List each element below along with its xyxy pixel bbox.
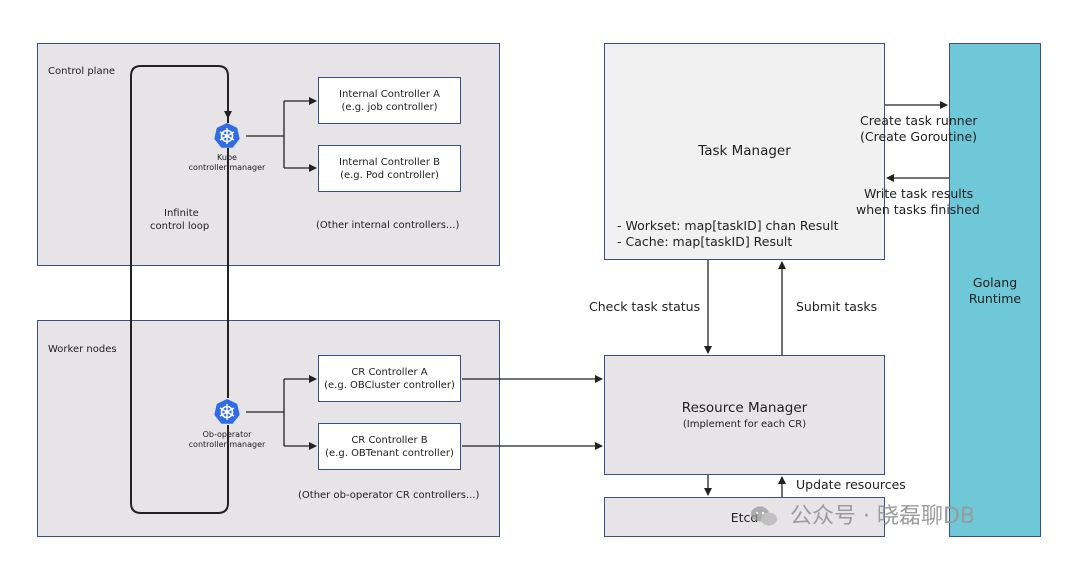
wechat-icon — [751, 506, 777, 526]
internal-controller-a-name: Internal Controller A — [339, 88, 440, 100]
cr-controller-a: CR Controller A (e.g. OBCluster controll… — [318, 355, 461, 402]
resource-manager-title: Resource Manager — [681, 400, 808, 416]
cr-controller-b-example: (e.g. OBTenant controller) — [325, 447, 454, 459]
kube-controller-icon — [214, 123, 240, 148]
create-runner-label-1: Create task runner — [860, 113, 978, 128]
internal-controller-a-example: (e.g. job controller) — [341, 101, 438, 113]
create-runner-label-2: (Create Goroutine) — [860, 129, 978, 144]
other-internal-controllers: (Other internal controllers...) — [316, 220, 460, 231]
control-loop-path — [130, 65, 229, 514]
golang-runtime-line1: Golang — [972, 275, 1018, 290]
golang-runtime-box — [949, 43, 1041, 537]
kube-icon-label-1: Kube — [217, 153, 237, 162]
submit-tasks-label: Submit tasks — [796, 299, 878, 314]
cr-controller-b: CR Controller B (e.g. OBTenant controlle… — [318, 423, 461, 470]
update-resources-label: Update resources — [796, 477, 906, 492]
resource-manager-subtitle: (Implement for each CR) — [682, 419, 807, 430]
ob-operator-icon — [214, 399, 240, 424]
internal-controller-b-example: (e.g. Pod controller) — [340, 169, 439, 181]
task-manager-title: Task Manager — [698, 143, 791, 159]
op-icon-label-1: Ob-operator — [202, 430, 252, 439]
resource-manager-box — [604, 355, 885, 475]
golang-runtime-line2: Runtime — [968, 291, 1022, 306]
cr-controller-a-example: (e.g. OBCluster controller) — [324, 379, 455, 391]
internal-controller-a: Internal Controller A (e.g. job controll… — [318, 77, 461, 124]
write-results-label-1: Write task results — [864, 186, 974, 201]
loop-label-line1: Infinite — [164, 208, 199, 219]
check-task-status-label: Check task status — [589, 299, 701, 314]
op-icon-label-2: controller manager — [188, 440, 266, 449]
control-plane-title: Control plane — [48, 66, 116, 77]
watermark-text: 公众号 · 晓磊聊DB — [790, 504, 976, 529]
internal-controller-b-name: Internal Controller B — [339, 156, 440, 168]
worker-nodes-title: Worker nodes — [48, 344, 117, 355]
loop-label-line2: control loop — [150, 221, 210, 232]
task-manager-box — [604, 43, 885, 260]
other-cr-controllers: (Other ob-operator CR controllers...) — [298, 490, 480, 501]
write-results-label-2: when tasks finished — [856, 202, 980, 217]
etcd-box — [604, 497, 885, 537]
task-manager-workset: - Workset: map[taskID] chan Result — [617, 218, 839, 233]
cr-controller-b-name: CR Controller B — [351, 434, 428, 446]
task-manager-cache: - Cache: map[taskID] Result — [617, 234, 793, 249]
internal-controller-b: Internal Controller B (e.g. Pod controll… — [318, 145, 461, 192]
cr-controller-a-name: CR Controller A — [351, 366, 428, 378]
kube-icon-label-2: controller manager — [188, 163, 266, 172]
